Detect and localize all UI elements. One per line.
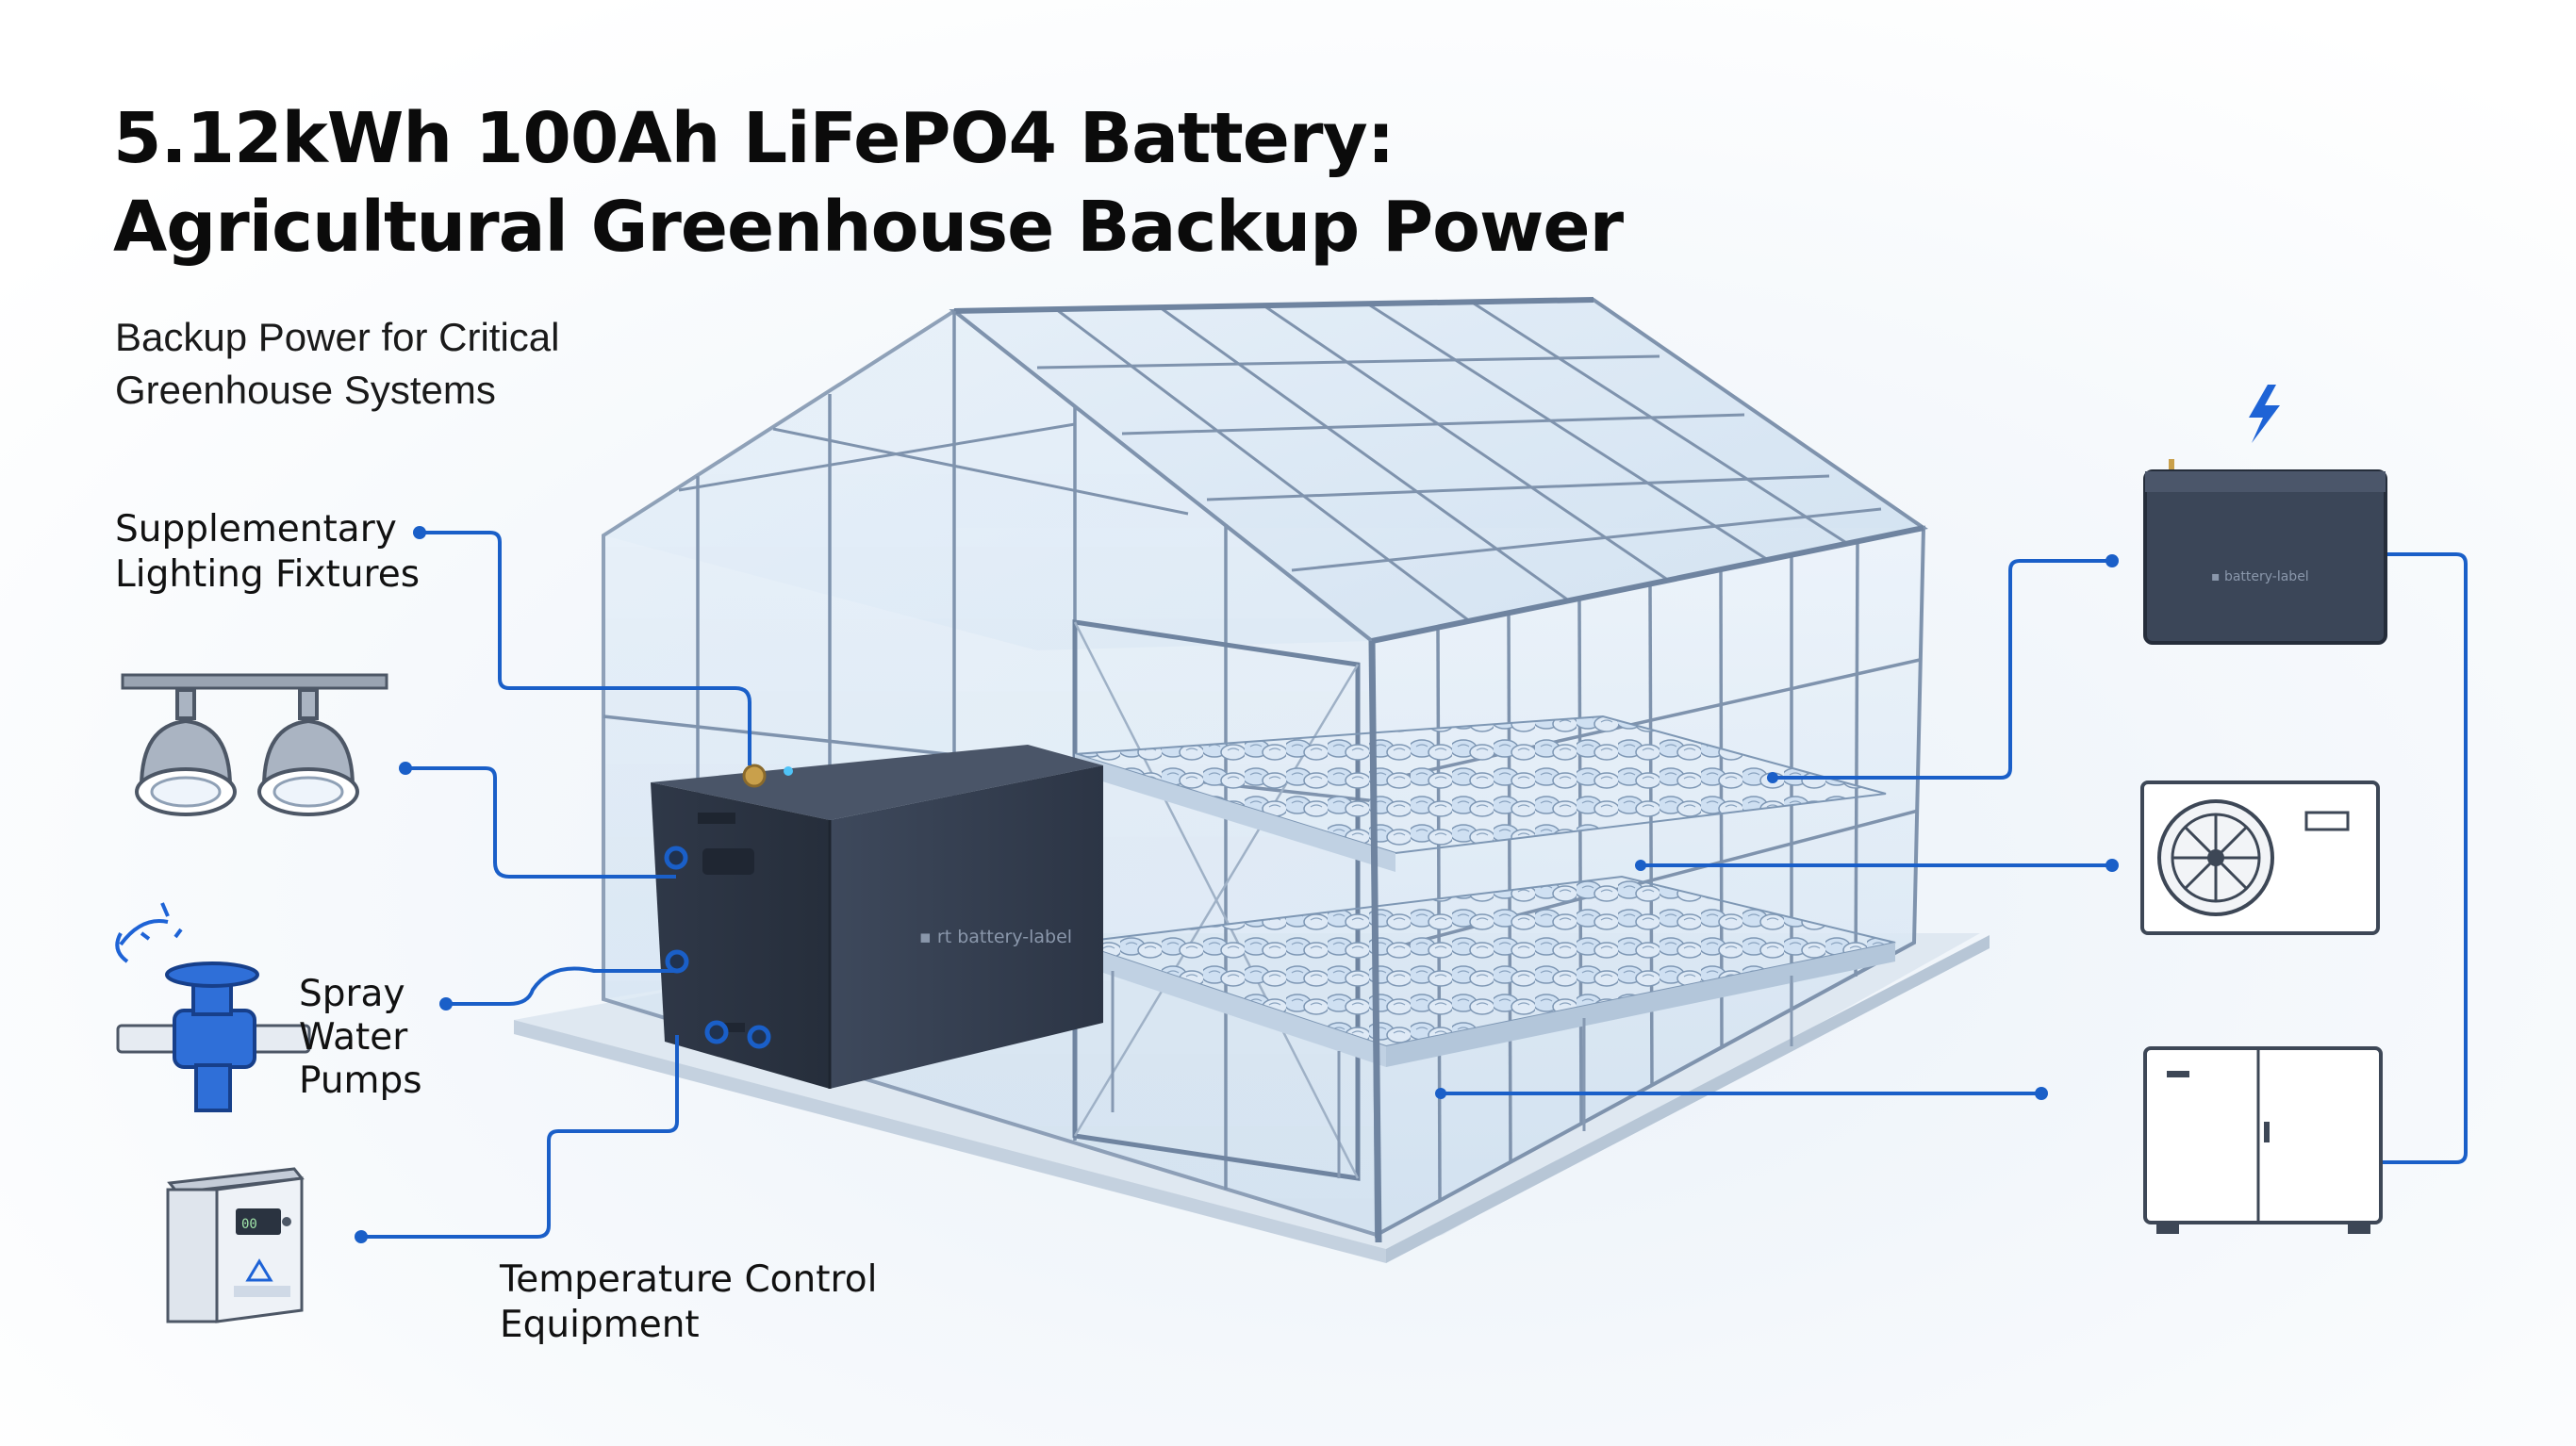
label-temperature-control: Temperature Control Equipment: [500, 1258, 878, 1346]
electrical-cabinet-icon: [2143, 1046, 2383, 1234]
page-subtitle: Backup Power for Critical Greenhouse Sys…: [115, 315, 560, 412]
plant-bench-lower: [1074, 875, 1896, 1067]
lighting-fixture-icon: [121, 673, 388, 816]
connector-endpoints: [355, 526, 2119, 1243]
main-battery: ▪ rt battery-label: [651, 745, 1103, 1089]
svg-text:00: 00: [241, 1217, 257, 1232]
svg-text:▪ battery-label: ▪ battery-label: [2211, 569, 2309, 584]
svg-text:▪ rt battery-label: ▪ rt battery-label: [919, 927, 1072, 947]
lightning-bolt-icon: [2249, 385, 2280, 443]
water-pump-valve-icon: [115, 902, 311, 1112]
label-supplementary-lighting: Supplementary Lighting Fixtures: [115, 508, 421, 596]
page-title: 5.12kWh 100Ah LiFePO4 Battery: Agricultu…: [113, 98, 1624, 268]
temperature-controller-icon: 00: [166, 1167, 305, 1323]
plant-bench-upper: [1074, 715, 1887, 872]
air-conditioner-icon: [2140, 781, 2380, 935]
label-spray-water-pumps: Spray Water Pumps: [299, 973, 422, 1102]
battery-module-icon: ▪ battery-label: [2143, 459, 2387, 645]
connector-lines: [361, 531, 2468, 1239]
